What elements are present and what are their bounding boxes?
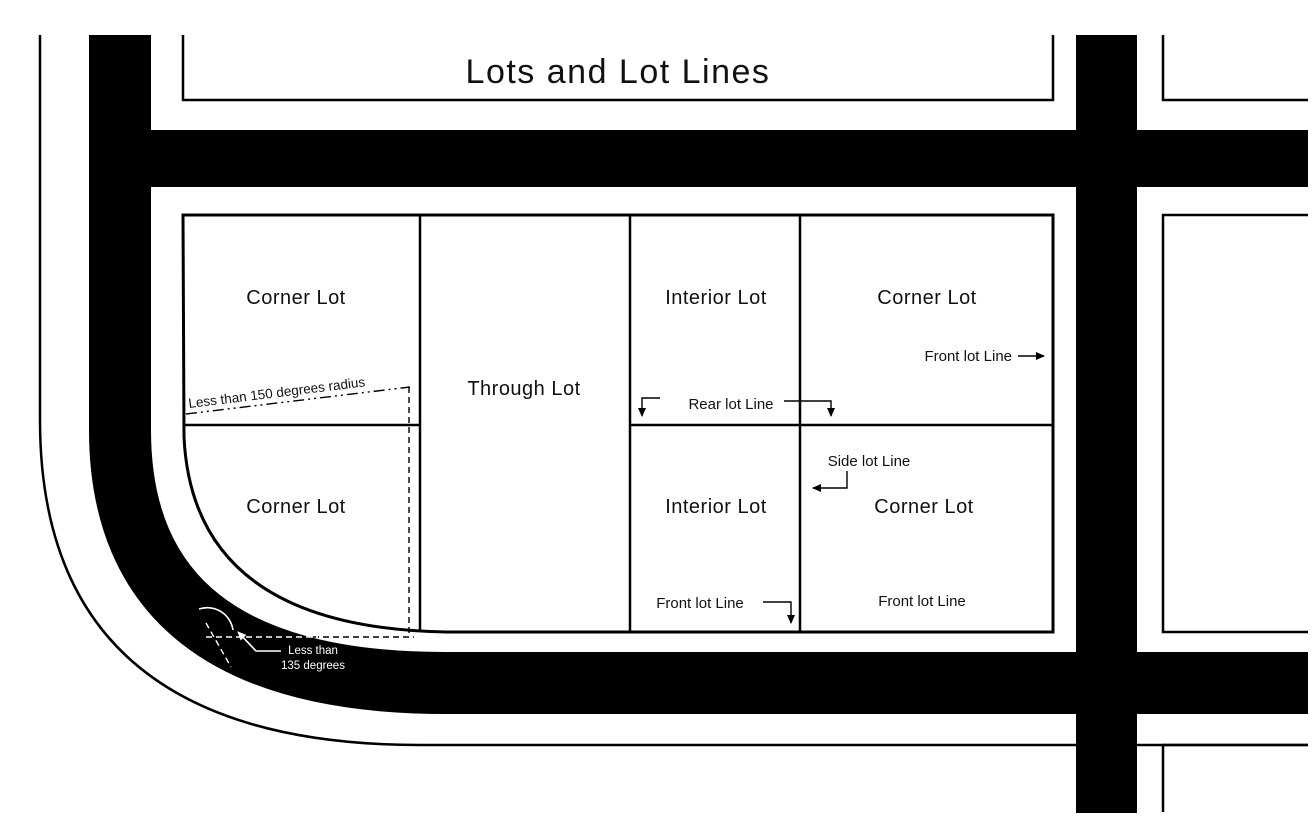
rear-lot-line-arrow-left [638, 397, 660, 417]
road-outer-edge-line [38, 35, 1308, 747]
street-left-bottom [89, 35, 1308, 714]
angle-note-line2: 135 degrees [281, 660, 345, 672]
side-lot-line-label: Side lot Line [828, 453, 911, 470]
rear-lot-line-arrow-right [784, 400, 835, 417]
lot-label-interior-bottom: Interior Lot [665, 496, 767, 518]
front-lot-line-bottom-label: Front lot Line [656, 595, 744, 612]
angle-note-line1: Less than [288, 645, 338, 657]
dashed-diagonal-guide-on-street [205, 622, 232, 668]
front-lot-line-bottom-arrow [763, 601, 795, 624]
rear-lot-line-label: Rear lot Line [688, 396, 773, 413]
street-right [1076, 35, 1137, 813]
front-lot-line-corner-label: Front lot Line [878, 593, 966, 610]
front-lot-line-right-label: Front lot Line [924, 348, 1012, 365]
lot-label-interior-top: Interior Lot [665, 287, 767, 309]
lot-label-corner-top-left: Corner Lot [246, 287, 346, 309]
corner-angle-arc [198, 606, 234, 631]
title-block-outline [181, 35, 1055, 102]
lot-label-through: Through Lot [467, 378, 580, 400]
block-right-outline [1161, 213, 1308, 634]
corner-angle-arrow [237, 631, 281, 652]
block-top-right-outline [1161, 35, 1308, 102]
radius-dashdot-line [185, 386, 411, 415]
lot-label-corner-top-right: Corner Lot [877, 287, 977, 309]
diagram-title: Lots and Lot Lines [466, 53, 771, 91]
lot-label-corner-bottom-left: Corner Lot [246, 496, 346, 518]
central-block [181, 213, 1055, 634]
side-lot-line-arrow [812, 471, 848, 492]
lot-label-corner-bottom-right: Corner Lot [874, 496, 974, 518]
block-bottom-right-outline [1161, 743, 1308, 812]
